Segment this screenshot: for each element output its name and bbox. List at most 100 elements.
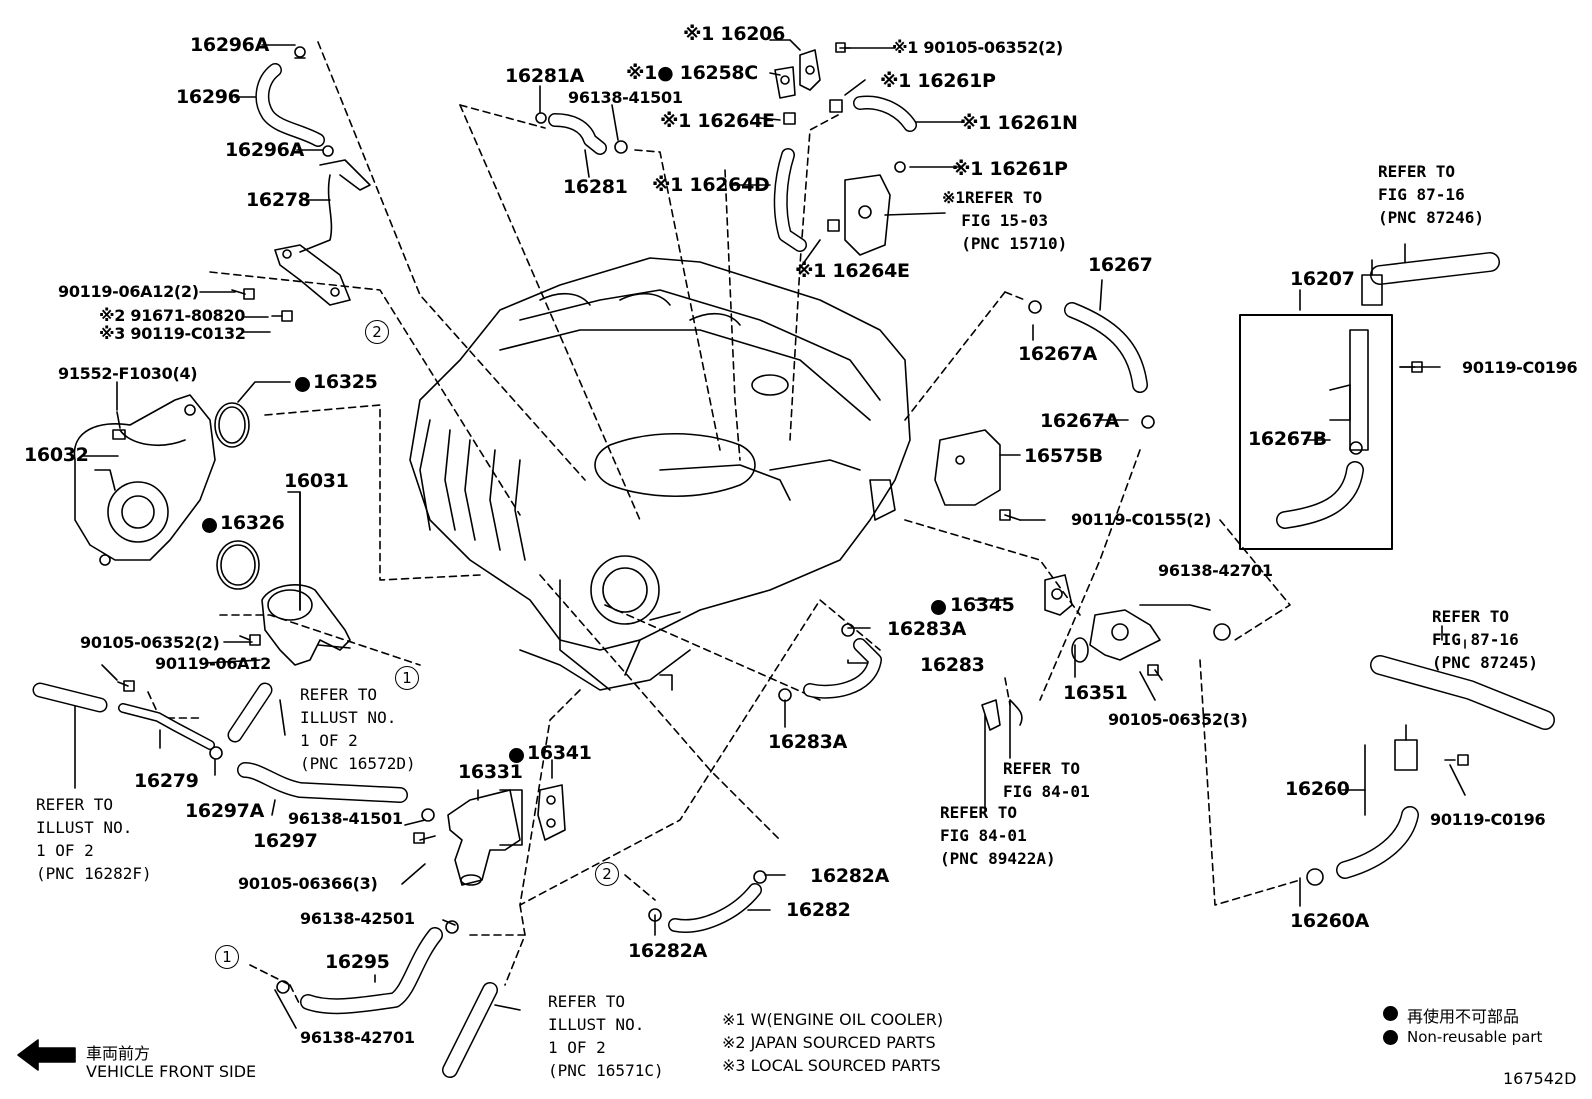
non-reusable-bullet: [931, 600, 946, 615]
gasket-16261P-b: [894, 161, 906, 173]
label-96138-41501-b: 96138-41501: [288, 809, 403, 828]
label-16260A: 16260A: [1290, 910, 1370, 932]
gasket-16345: [1044, 574, 1073, 616]
hose-16295: [300, 927, 443, 1015]
label-16267A-b: 16267A: [1040, 410, 1120, 432]
hose-ref-16572D: [227, 682, 273, 743]
label-90119-C0196-b: 90119-C0196: [1430, 810, 1546, 829]
label-90119-C0132: ※3 90119-C0132: [99, 324, 246, 343]
leader-lines: [74, 39, 1466, 1029]
hose-ref-16571C: [442, 982, 498, 1078]
clamp-16297A: [209, 746, 223, 760]
label-91671-80820: ※2 91671-80820: [99, 306, 246, 325]
bolt-90105-06366: [413, 832, 436, 844]
label-16296A-top: 16296A: [190, 34, 270, 56]
hose-16282: [668, 883, 762, 933]
water-outlet-16351: [1071, 609, 1161, 663]
label-16297A: 16297A: [185, 800, 265, 822]
footnote-1: ※1 W(ENGINE OIL COOLER): [722, 1010, 944, 1029]
gasket-16206: [799, 49, 821, 91]
footnote-2: ※2 JAPAN SOURCED PARTS: [722, 1033, 936, 1052]
circle-marker-1: 1: [215, 945, 239, 969]
label-16207: 16207: [1290, 268, 1355, 290]
label-16267A-a: 16267A: [1018, 343, 1098, 365]
bolt-91552: [112, 411, 126, 440]
bolt-90105-06352-c: [1147, 664, 1163, 681]
label-16281A: 16281A: [505, 65, 585, 87]
label-16281: 16281: [563, 176, 628, 198]
clamp-16283A-a: [841, 623, 855, 637]
legend-bullet-icon: [1383, 1006, 1398, 1021]
label-16264E-a: ※1 16264E: [660, 110, 775, 132]
clamp-96138-42701-b: [276, 980, 290, 994]
o-ring-16326: [216, 540, 260, 590]
non-reusable-bullet: [509, 748, 524, 763]
hose-ref-87245: [1370, 655, 1555, 730]
label-16297: 16297: [253, 830, 318, 852]
label-16326: 16326: [220, 512, 285, 534]
ref-pnc-87246: REFER TO FIG 87-16 (PNC 87246): [1378, 162, 1484, 227]
housing-16031: [261, 584, 351, 666]
bolt-91671: [271, 310, 293, 322]
outline-16207: [1239, 314, 1393, 550]
engine-block-drawing: [409, 257, 911, 691]
clamp-96138-41501-t: [614, 140, 628, 154]
hose-16267B: [1276, 461, 1364, 529]
gasket-16325: [214, 402, 250, 448]
label-16031: 16031: [284, 470, 349, 492]
hose-16296: [255, 63, 325, 147]
hose-16283: [803, 638, 882, 699]
clamp-16267B: [1349, 441, 1363, 455]
ref-fig-84-01: REFER TO FIG 84-01: [1003, 759, 1090, 801]
front-label-jp: 車両前方: [86, 1044, 151, 1063]
label-16325: 16325: [313, 371, 378, 393]
label-96138-42701-b: 96138-42701: [300, 1028, 415, 1047]
union-16264E-b: [827, 219, 840, 232]
clamp-16296A-top: [294, 46, 306, 59]
label-16264D: ※1 16264D: [652, 174, 770, 196]
label-16260: 16260: [1285, 778, 1350, 800]
gasket-16341: [537, 784, 566, 841]
label-16282A-b: 16282A: [628, 940, 708, 962]
bolt-90119-06A12-a: [231, 288, 255, 300]
bolt-90105-06352-a: [239, 634, 261, 646]
water-pump-16032: [73, 394, 216, 566]
label-90105-06366: 90105-06366(3): [238, 874, 378, 893]
label-16345: 16345: [950, 594, 1015, 616]
legend-bullet-icon: [1383, 1030, 1398, 1045]
legend-jp: 再使用不可部品: [1407, 1007, 1520, 1026]
clamp-16267A-b: [1141, 415, 1155, 429]
clamp-16296A-mid: [322, 145, 334, 157]
hose-ref-16282F: [32, 682, 108, 713]
label-96138-42701-r: 96138-42701: [1158, 561, 1273, 580]
valve-16260: [1394, 724, 1418, 771]
pipe-16207: [1329, 329, 1369, 451]
label-91552-F1030: 91552-F1030(4): [58, 364, 198, 383]
ref-pnc-16571C: REFER TO ILLUST NO. 1 OF 2 (PNC 16571C): [548, 992, 664, 1080]
circle-marker-1: 1: [395, 666, 419, 690]
footnote-3: ※3 LOCAL SOURCED PARTS: [722, 1056, 941, 1075]
label-16258C: ※1● 16258C: [626, 62, 758, 84]
label-90119-06A12-2: 90119-06A12(2): [58, 282, 199, 301]
hose-16264D: [773, 148, 807, 252]
dashed-guides: [147, 41, 1301, 1006]
label-16279: 16279: [134, 770, 199, 792]
label-16261P-b: ※1 16261P: [952, 158, 1068, 180]
clamp-16283A-b: [778, 688, 792, 702]
label-16341: 16341: [527, 742, 592, 764]
clamp-16281A: [535, 112, 547, 124]
label-16575B: 16575B: [1024, 445, 1103, 467]
valve-16207: [1361, 259, 1383, 306]
circle-marker-2: 2: [365, 320, 389, 344]
pipe-16278: [274, 159, 371, 306]
label-90119-C0196-a: 90119-C0196: [1462, 358, 1578, 377]
hose-16261N: [853, 95, 917, 132]
label-16264E-b: ※1 16264E: [795, 260, 910, 282]
clamp-96138-41501-b: [421, 808, 435, 822]
oil-cooler-ref: [844, 174, 891, 256]
label-16283A-b: 16283A: [768, 731, 848, 753]
clamp-16282A-a: [753, 870, 767, 884]
label-16296A-mid: 16296A: [225, 139, 305, 161]
label-16331: 16331: [458, 761, 523, 783]
